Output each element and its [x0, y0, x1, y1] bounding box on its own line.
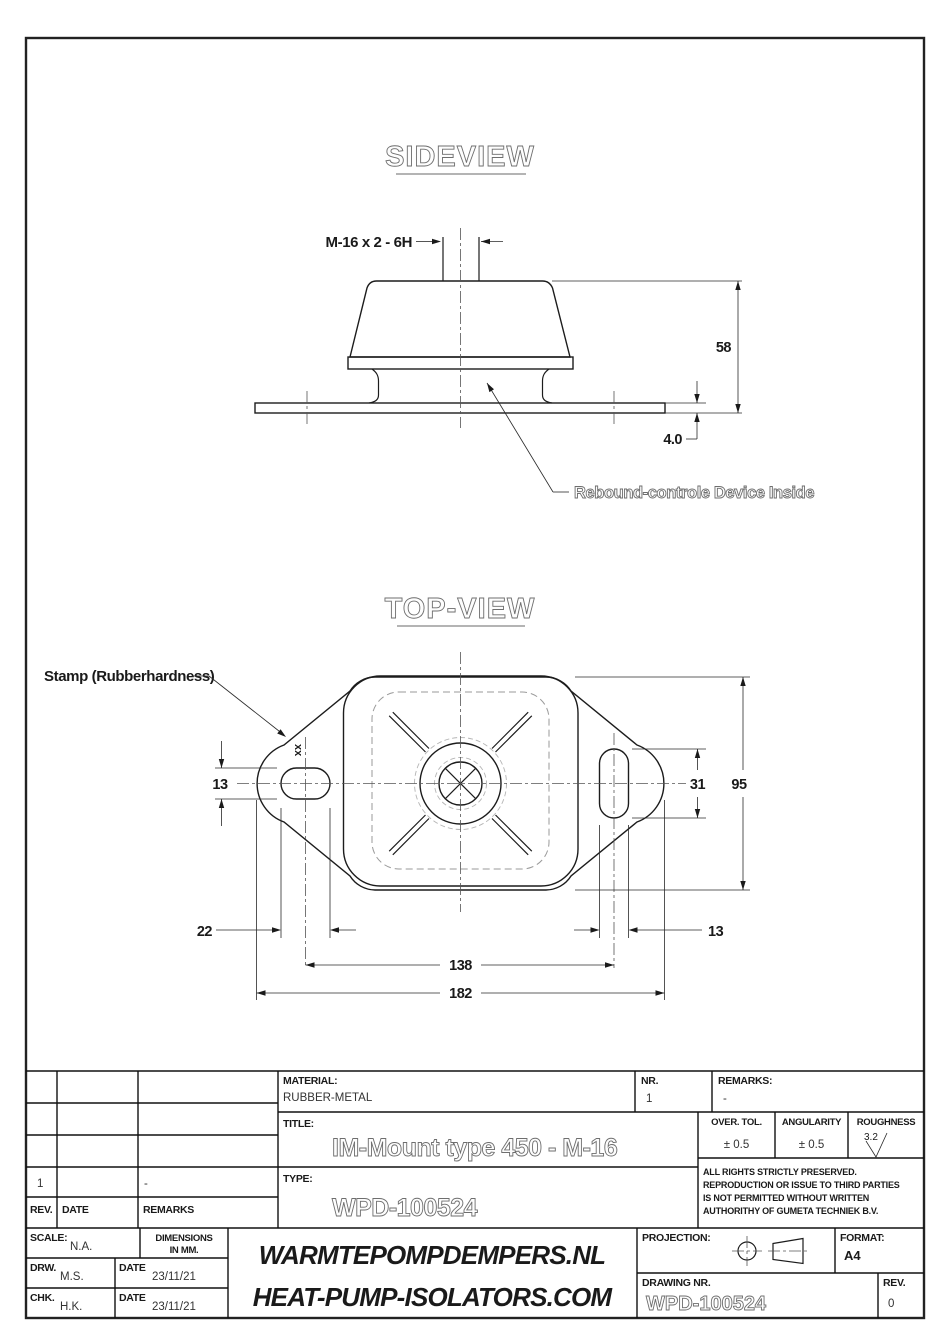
base-plate-side: [254, 402, 666, 414]
stamp-mark: xx: [292, 744, 304, 757]
scale-label: SCALE:: [30, 1232, 67, 1244]
title-row: TITLE: IM-Mount type 450 - M-16 TYPE: WP…: [278, 1112, 699, 1228]
rebound-callout: Rebound-controle Device Inside: [486, 382, 815, 502]
material-row: MATERIAL: RUBBER-METAL NR. 1 REMARKS: -: [278, 1071, 924, 1113]
svg-text:Stamp (Rubberhardness): Stamp (Rubberhardness): [44, 668, 215, 685]
svg-text:IS NOT PERMITTED WITHOUT WRITT: IS NOT PERMITTED WITHOUT WRITTEN: [703, 1193, 869, 1203]
material-label: MATERIAL:: [283, 1075, 337, 1087]
remarks-value: -: [723, 1093, 727, 1105]
svg-text:31: 31: [690, 777, 706, 793]
rubber-dome: [349, 280, 571, 358]
date-header: DATE: [62, 1204, 89, 1216]
info-table: SCALE: N.A. DIMENSIONS IN MM. DRW. M.S. …: [26, 1228, 229, 1318]
svg-text:4.0: 4.0: [663, 432, 682, 448]
rights-box: ALL RIGHTS STRICTLY PRESERVED. REPRODUCT…: [703, 1167, 900, 1216]
nr-label: NR.: [641, 1075, 659, 1087]
title-block: 1 - REV. DATE REMARKS MATERIAL: RUBBER-M…: [26, 1070, 924, 1318]
svg-text:Rebound-controle Device Inside: Rebound-controle Device Inside: [574, 484, 814, 502]
remarks-label: REMARKS:: [718, 1075, 772, 1087]
svg-text:22: 22: [197, 924, 213, 940]
side-view: SIDEVIEW M-16 x 2 - 6H 58: [254, 141, 815, 502]
drawing-nr-label: DRAWING NR.: [642, 1277, 711, 1289]
dims-note-2: IN MM.: [170, 1245, 199, 1256]
svg-text:95: 95: [731, 777, 747, 793]
brand-box: WARMTEPOMPDEMPERS.NL HEAT-PUMP-ISOLATORS…: [253, 1228, 638, 1318]
tolerance-boxes: OVER. TOL. ± 0.5 ANGULARITY ± 0.5 ROUGHN…: [698, 1112, 924, 1159]
thread-label: M-16 x 2 - 6H: [326, 234, 413, 251]
drw-label: DRW.: [30, 1262, 56, 1274]
base-plate-top: [256, 676, 665, 891]
dim-13-left: 13: [212, 741, 277, 826]
nr-value: 1: [646, 1093, 652, 1105]
dim-58: 58: [552, 280, 742, 414]
dim-4-0: 4.0: [663, 381, 706, 448]
roughness-symbol-icon: [865, 1132, 888, 1158]
angularity-value: ± 0.5: [799, 1139, 825, 1151]
dim-31: 31: [632, 748, 706, 819]
projection-box: PROJECTION: FORMAT: A4: [637, 1228, 924, 1274]
format-value: A4: [844, 1248, 861, 1263]
angularity-label: ANGULARITY: [782, 1117, 842, 1128]
type-value: WPD-100524: [332, 1194, 478, 1222]
roughness-value: 3.2: [864, 1132, 878, 1143]
brand-line-2: HEAT-PUMP-ISOLATORS.COM: [253, 1282, 614, 1312]
material-value: RUBBER-METAL: [283, 1092, 373, 1104]
dim-22: 22: [197, 808, 356, 940]
chk-value: H.K.: [60, 1301, 82, 1313]
dim-95: 95: [575, 676, 750, 891]
topview-title: TOP-VIEW: [385, 593, 536, 625]
svg-text:138: 138: [449, 958, 472, 974]
neck-right: [541, 368, 553, 404]
rev-label: REV.: [883, 1277, 906, 1289]
type-label: TYPE:: [283, 1173, 312, 1185]
rev-value: 0: [888, 1298, 894, 1310]
svg-text:13: 13: [212, 777, 228, 793]
svg-text:ALL RIGHTS STRICTLY PRESERVED.: ALL RIGHTS STRICTLY PRESERVED.: [703, 1167, 857, 1177]
svg-text:REPRODUCTION OR ISSUE TO THIRD: REPRODUCTION OR ISSUE TO THIRD PARTIES: [703, 1180, 900, 1190]
top-view: TOP-VIEW: [44, 593, 750, 1002]
dims-note-1: DIMENSIONS: [155, 1233, 212, 1244]
sideview-title: SIDEVIEW: [385, 141, 535, 173]
format-label: FORMAT:: [840, 1232, 884, 1244]
title-label: TITLE:: [283, 1118, 314, 1130]
chk-date-value: 23/11/21: [152, 1301, 196, 1313]
dim-138: 138: [305, 958, 614, 974]
scale-value: N.A.: [70, 1241, 92, 1253]
drawing-nr-value: WPD-100524: [646, 1293, 767, 1315]
svg-text:AUTHORITHY OF GUMETA TECHNIEK: AUTHORITHY OF GUMETA TECHNIEK B.V.: [703, 1206, 878, 1216]
chk-label: CHK.: [30, 1292, 55, 1304]
first-angle-projection-icon: [732, 1236, 808, 1266]
drw-date-label: DATE: [119, 1262, 146, 1274]
projection-label: PROJECTION:: [642, 1232, 710, 1244]
stamp-callout: Stamp (Rubberhardness) xx: [44, 668, 304, 757]
title-value: IM-Mount type 450 - M-16: [332, 1134, 617, 1162]
chk-date-label: DATE: [119, 1292, 146, 1304]
rev-row-number: 1: [37, 1178, 43, 1190]
hidden-lower-flange: [371, 691, 550, 870]
neck-left: [368, 368, 380, 404]
rev-row-remarks: -: [144, 1178, 148, 1190]
drw-date-value: 23/11/21: [152, 1271, 196, 1283]
svg-text:182: 182: [449, 986, 472, 1002]
remarks-header: REMARKS: [143, 1204, 194, 1216]
rev-header: REV.: [30, 1204, 53, 1216]
drawing-nr-box: DRAWING NR. WPD-100524 REV. 0: [642, 1273, 906, 1318]
grooves: [388, 711, 533, 856]
drw-value: M.S.: [60, 1271, 84, 1283]
dim-13-right: 13: [574, 825, 724, 940]
over-tol-value: ± 0.5: [724, 1139, 750, 1151]
roughness-label: ROUGHNESS: [857, 1117, 916, 1128]
dim-182: 182: [256, 800, 665, 1002]
over-tol-label: OVER. TOL.: [711, 1117, 762, 1128]
svg-text:58: 58: [716, 340, 732, 356]
svg-text:13: 13: [708, 924, 724, 940]
brand-line-1: WARMTEPOMPDEMPERS.NL: [259, 1240, 606, 1270]
sheet-frame: [24, 36, 926, 1320]
revision-table: 1 - REV. DATE REMARKS: [26, 1071, 278, 1228]
